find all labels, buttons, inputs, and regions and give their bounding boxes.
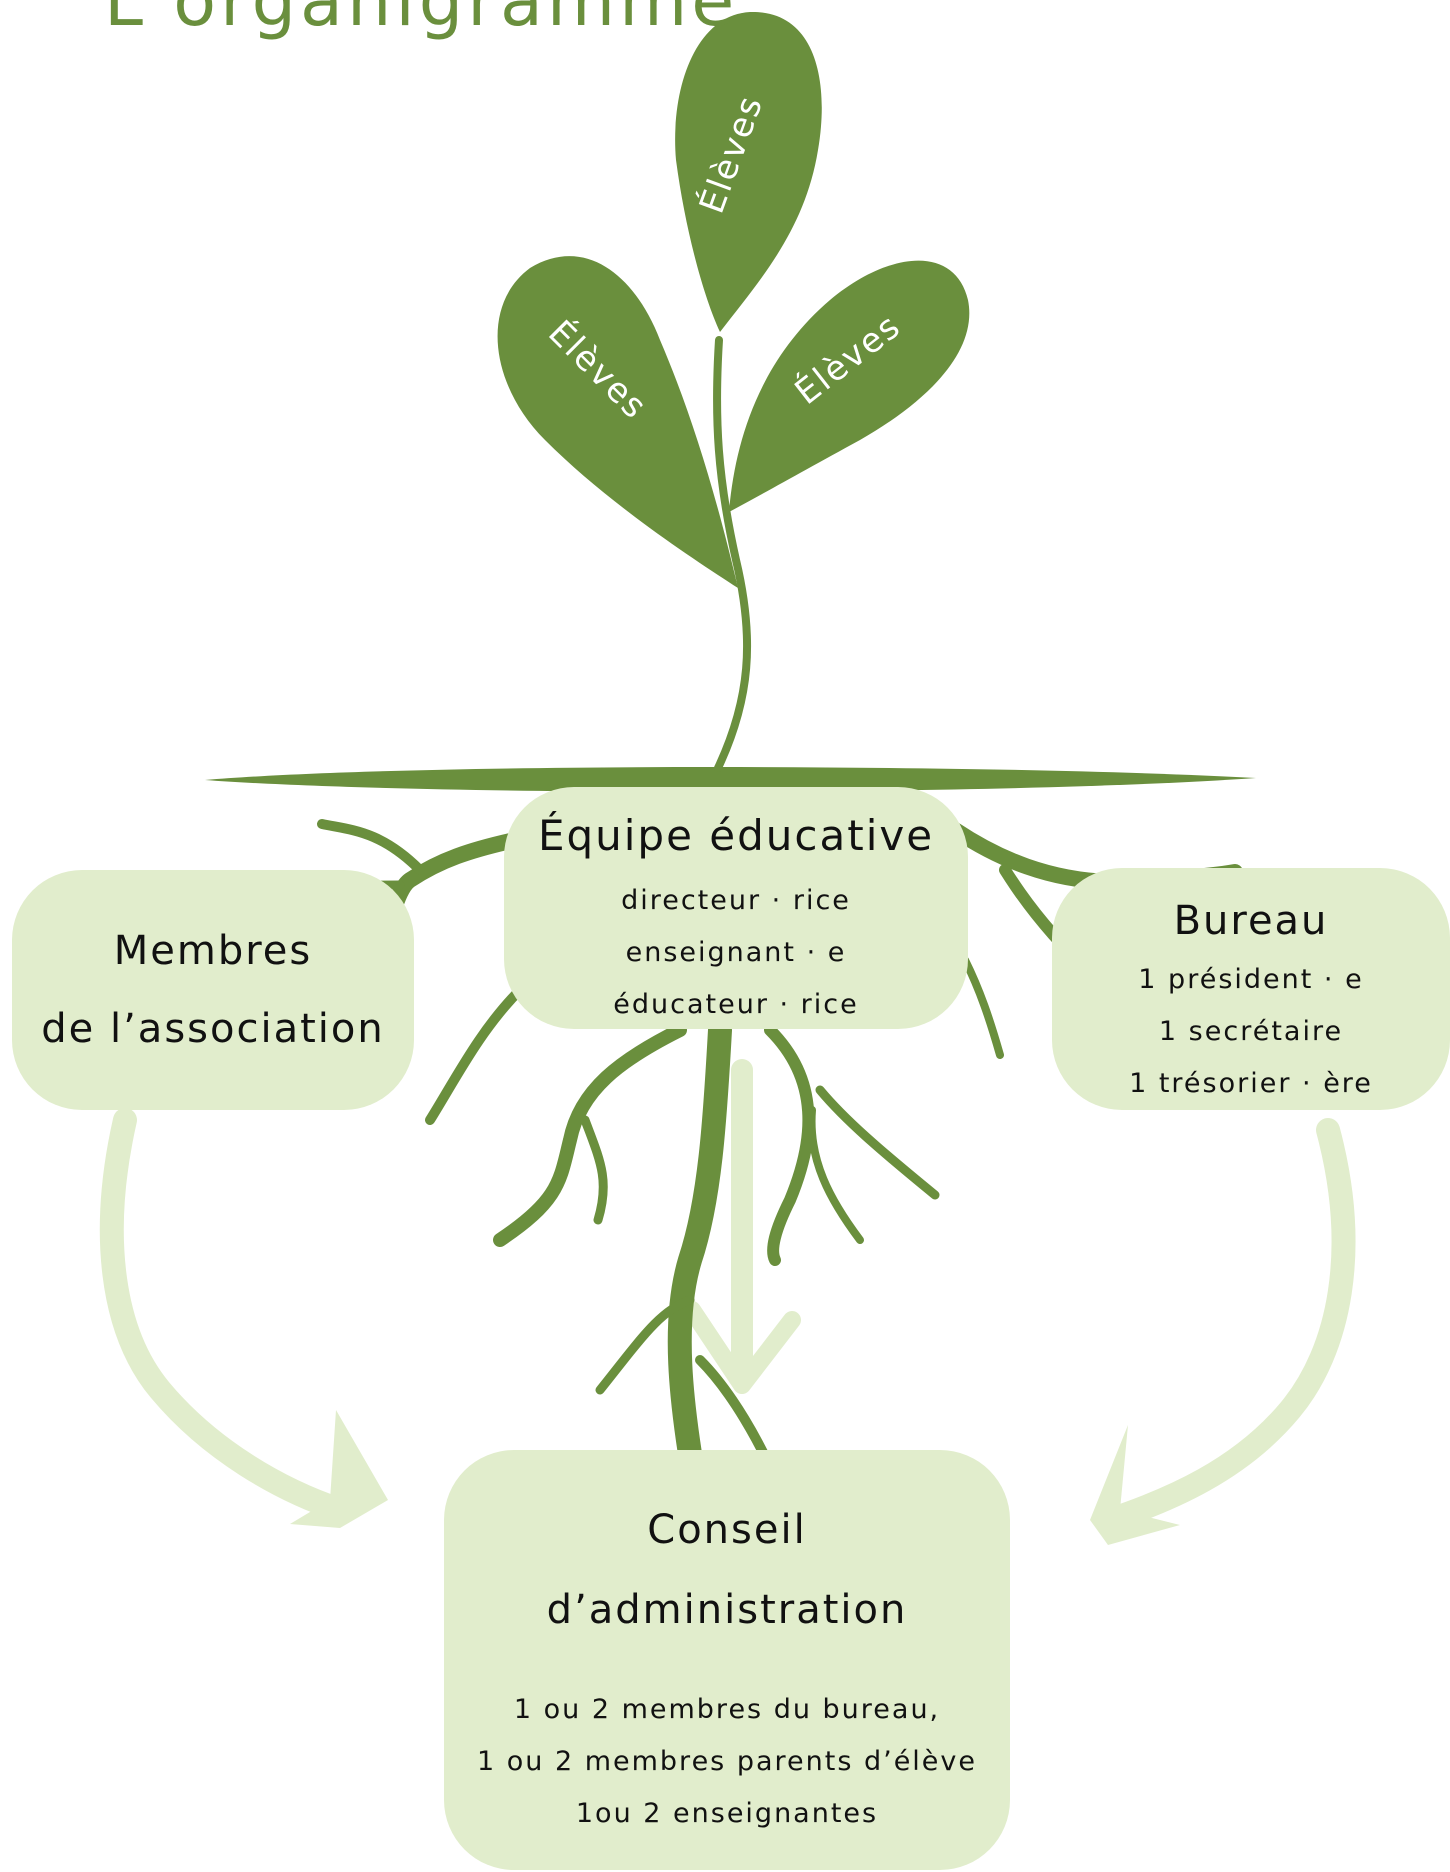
bureau-line: 1 trésorier · ère bbox=[1129, 1068, 1373, 1099]
conseil-line: 1 ou 2 membres du bureau, bbox=[513, 1694, 941, 1725]
leaf-right bbox=[729, 260, 970, 512]
leaf-left bbox=[497, 256, 738, 588]
box-conseil-administration: Conseil d’administration 1 ou 2 membres … bbox=[444, 1450, 1010, 1870]
members-title-line2: de l’association bbox=[41, 1006, 385, 1052]
box-members: Membres de l’association bbox=[12, 870, 414, 1110]
stem bbox=[713, 336, 752, 772]
equipe-line: enseignant · e bbox=[625, 937, 847, 968]
page-title: L’organigramme bbox=[104, 0, 739, 42]
conseil-title-line2: d’administration bbox=[546, 1587, 908, 1633]
arrows bbox=[99, 1059, 1356, 1545]
box-bureau: Bureau 1 président · e 1 secrétaire 1 tr… bbox=[1052, 868, 1450, 1110]
bureau-title: Bureau bbox=[1173, 898, 1329, 944]
equipe-line: directeur · rice bbox=[621, 885, 851, 916]
arrow-left-head bbox=[290, 1410, 388, 1528]
arrow-left-curve bbox=[99, 1108, 352, 1522]
arrow-right-curve bbox=[1098, 1118, 1356, 1532]
arrow-center-head bbox=[683, 1301, 801, 1394]
members-title-line1: Membres bbox=[113, 928, 313, 974]
arrow-right-head bbox=[1090, 1425, 1180, 1545]
bureau-line: 1 président · e bbox=[1138, 964, 1364, 995]
leaves: Élèves Élèves Élèves bbox=[497, 11, 970, 588]
conseil-title-line1: Conseil bbox=[647, 1507, 807, 1553]
conseil-line: 1ou 2 enseignantes bbox=[575, 1798, 879, 1829]
conseil-line: 1 ou 2 membres parents d’élève bbox=[476, 1746, 978, 1777]
bureau-line: 1 secrétaire bbox=[1158, 1016, 1344, 1047]
box-equipe-educative: Équipe éducative directeur · rice enseig… bbox=[504, 787, 968, 1029]
leaf-top bbox=[675, 11, 822, 333]
equipe-line: éducateur · rice bbox=[613, 989, 859, 1020]
ground-line bbox=[205, 767, 1256, 792]
equipe-title: Équipe éducative bbox=[537, 811, 935, 860]
